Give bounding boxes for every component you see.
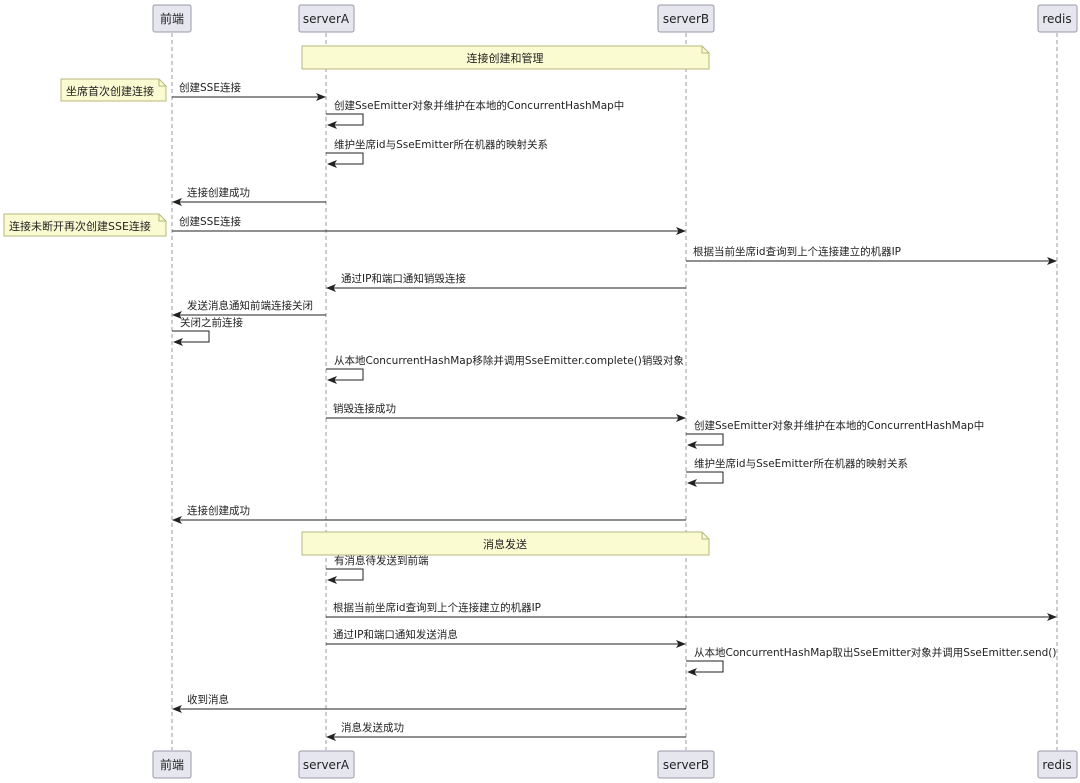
self-message-arrow <box>686 660 724 676</box>
message-label: 创建SseEmitter对象并维护在本地的ConcurrentHashMap中 <box>694 419 984 432</box>
message-label: 从本地ConcurrentHashMap取出SseEmitter对象并调用Sse… <box>694 646 1057 659</box>
participant-redis-bottom: redis <box>1037 750 1078 779</box>
participant-frontend-top: 前端 <box>152 4 192 33</box>
message-label: 从本地ConcurrentHashMap移除并调用SseEmitter.comp… <box>334 354 684 367</box>
message-label: 连接创建成功 <box>187 504 250 517</box>
message-serverA-to-serverB: 通过IP和端口通知发送消息 <box>326 628 686 648</box>
participant-frontend-bottom: 前端 <box>152 750 192 779</box>
message-label: 通过IP和端口通知发送消息 <box>333 628 458 641</box>
section-title: 连接创建和管理 <box>467 51 544 65</box>
participant-label: serverB <box>663 12 709 26</box>
message-serverB-to-frontend: 收到消息 <box>172 693 686 713</box>
self-message-arrow <box>172 330 210 346</box>
message-frontend-to-serverB: 创建SSE连接 <box>172 215 686 235</box>
side-note-text: 连接未断开再次创建SSE连接 <box>9 219 151 233</box>
message-serverA-to-serverA: 创建SseEmitter对象并维护在本地的ConcurrentHashMap中 <box>326 99 624 129</box>
message-serverB-to-serverB: 创建SseEmitter对象并维护在本地的ConcurrentHashMap中 <box>686 419 984 449</box>
message-serverA-to-serverA: 维护坐席id与SseEmitter所在机器的映射关系 <box>326 138 548 168</box>
self-message-arrow <box>326 152 364 168</box>
message-label: 维护坐席id与SseEmitter所在机器的映射关系 <box>694 457 908 470</box>
message-frontend-to-serverA: 创建SSE连接 <box>172 81 326 101</box>
self-message-arrow <box>686 471 724 487</box>
message-label: 连接创建成功 <box>187 186 250 199</box>
participant-serverA-bottom: serverA <box>298 750 355 779</box>
participant-label: serverB <box>663 758 709 772</box>
message-label: 销毁连接成功 <box>333 402 396 415</box>
message-label: 创建SseEmitter对象并维护在本地的ConcurrentHashMap中 <box>334 99 624 112</box>
participant-label: serverA <box>303 758 350 772</box>
participant-serverB-bottom: serverB <box>657 750 715 779</box>
message-serverA-to-redis: 根据当前坐席id查询到上个连接建立的机器IP <box>326 601 1057 621</box>
self-message-arrow <box>326 568 364 584</box>
self-message-arrow <box>686 433 724 449</box>
message-label: 根据当前坐席id查询到上个连接建立的机器IP <box>693 245 901 258</box>
participant-label: serverA <box>303 12 350 26</box>
participant-label: redis <box>1042 12 1071 26</box>
message-serverA-to-serverB: 销毁连接成功 <box>326 402 686 422</box>
section-note-message-sending: 消息发送 <box>301 531 710 556</box>
message-serverB-to-serverB: 从本地ConcurrentHashMap取出SseEmitter对象并调用Sse… <box>686 646 1057 676</box>
message-serverB-to-redis: 根据当前坐席id查询到上个连接建立的机器IP <box>686 245 1057 265</box>
side-note-reconnect: 连接未断开再次创建SSE连接 <box>3 213 167 237</box>
message-frontend-to-frontend: 关闭之前连接 <box>172 316 243 346</box>
message-label: 收到消息 <box>187 693 229 706</box>
participant-label: redis <box>1042 758 1071 772</box>
message-serverA-to-serverA: 有消息待发送到前端 <box>326 554 429 584</box>
message-label: 有消息待发送到前端 <box>334 554 429 567</box>
message-serverA-to-serverA: 从本地ConcurrentHashMap移除并调用SseEmitter.comp… <box>326 354 684 384</box>
participant-redis-top: redis <box>1037 4 1078 33</box>
participant-serverA-top: serverA <box>298 4 355 33</box>
side-note-text: 坐席首次创建连接 <box>66 84 154 98</box>
section-title: 消息发送 <box>483 537 527 551</box>
message-label: 创建SSE连接 <box>179 81 241 94</box>
message-serverB-to-serverA: 通过IP和端口通知销毁连接 <box>326 272 686 292</box>
message-serverA-to-frontend: 发送消息通知前端连接关闭 <box>172 299 326 319</box>
message-label: 关闭之前连接 <box>180 316 243 329</box>
side-note-first-connection: 坐席首次创建连接 <box>60 78 167 102</box>
self-message-arrow <box>326 113 364 129</box>
message-serverA-to-frontend: 连接创建成功 <box>172 186 326 206</box>
message-serverB-to-frontend: 连接创建成功 <box>172 504 686 524</box>
messages: 创建SSE连接创建SseEmitter对象并维护在本地的ConcurrentHa… <box>172 81 1057 741</box>
message-label: 通过IP和端口通知销毁连接 <box>341 272 466 285</box>
message-label: 根据当前坐席id查询到上个连接建立的机器IP <box>333 601 541 614</box>
message-label: 创建SSE连接 <box>179 215 241 228</box>
section-note-connection-management: 连接创建和管理 <box>301 45 710 70</box>
message-label: 发送消息通知前端连接关闭 <box>187 299 313 312</box>
self-message-arrow <box>326 368 364 384</box>
participant-serverB-top: serverB <box>657 4 715 33</box>
message-label: 维护坐席id与SseEmitter所在机器的映射关系 <box>334 138 548 151</box>
message-serverB-to-serverB: 维护坐席id与SseEmitter所在机器的映射关系 <box>686 457 908 487</box>
message-label: 消息发送成功 <box>341 721 404 734</box>
message-serverB-to-serverA: 消息发送成功 <box>326 721 686 741</box>
participant-label: 前端 <box>160 757 184 772</box>
participant-label: 前端 <box>160 11 184 26</box>
